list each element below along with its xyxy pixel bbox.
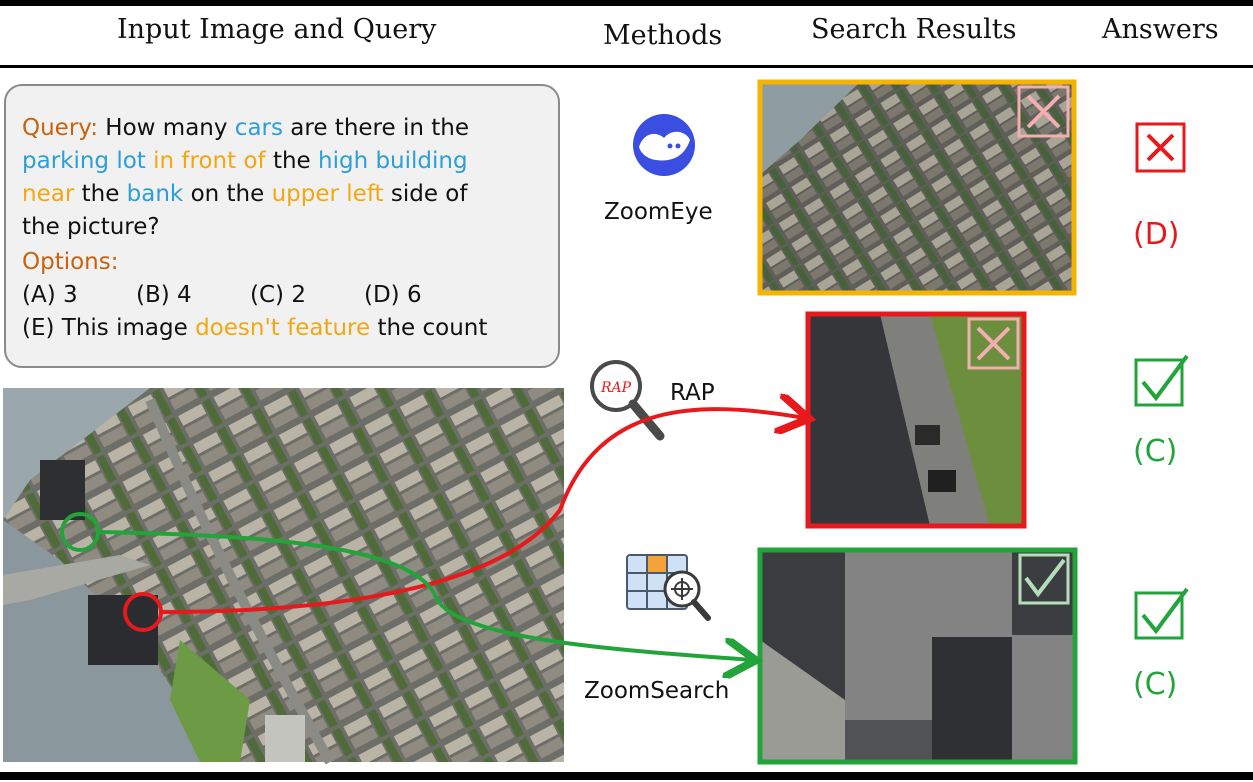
method-label-zoomsearch: ZoomSearch <box>584 678 730 704</box>
answer-zoomeye: (D) <box>1133 217 1180 252</box>
rap-target-circle <box>123 592 163 632</box>
method-label-zoomeye: ZoomEye <box>604 199 713 225</box>
answer-correct-icon-rap <box>1134 354 1189 407</box>
table-bottom-rule <box>0 772 1253 780</box>
query-line-2: parking lot in front of the high buildin… <box>22 148 468 174</box>
aerial-photo <box>3 388 564 765</box>
header-results: Search Results <box>811 14 1017 45</box>
header-input: Input Image and Query <box>117 14 437 45</box>
option-e: (E) This image doesn't feature the count <box>22 315 488 341</box>
result-image-zoomeye <box>757 79 1077 296</box>
answer-correct-icon-zoomsearch <box>1134 587 1189 640</box>
option-c: (C) 2 <box>250 282 306 308</box>
magnifier-rap-icon: RAP <box>590 360 665 441</box>
answer-wrong-icon <box>1135 122 1186 173</box>
options-label: Options: <box>22 249 119 275</box>
zoomsearch-target-circle <box>60 512 100 552</box>
zoomsearch-search-path <box>99 530 752 660</box>
header-answers: Answers <box>1102 14 1219 45</box>
header-methods: Methods <box>603 20 723 51</box>
result-image-zoomsearch <box>757 547 1078 765</box>
answer-zoomsearch: (C) <box>1133 667 1178 702</box>
option-a: (A) 3 <box>22 282 78 308</box>
rap-icon-text: RAP <box>600 380 632 396</box>
table-top-rule <box>0 0 1253 6</box>
query-box <box>4 84 560 368</box>
result-image-rap <box>805 311 1027 529</box>
query-line-3: near the bank on the upper left side of <box>22 181 468 207</box>
header-rule <box>0 65 1253 68</box>
grid-zoom-icon <box>626 554 711 621</box>
method-label-rap: RAP <box>670 380 715 406</box>
query-line-1: Query: How many cars are there in the <box>22 115 469 141</box>
rap-search-path <box>159 409 805 614</box>
option-b: (B) 4 <box>136 282 192 308</box>
option-d: (D) 6 <box>364 282 422 308</box>
answer-rap: (C) <box>1133 434 1178 469</box>
query-line-4: the picture? <box>22 214 160 240</box>
whale-logo-icon <box>633 114 695 176</box>
query-label: Query: <box>22 115 98 141</box>
